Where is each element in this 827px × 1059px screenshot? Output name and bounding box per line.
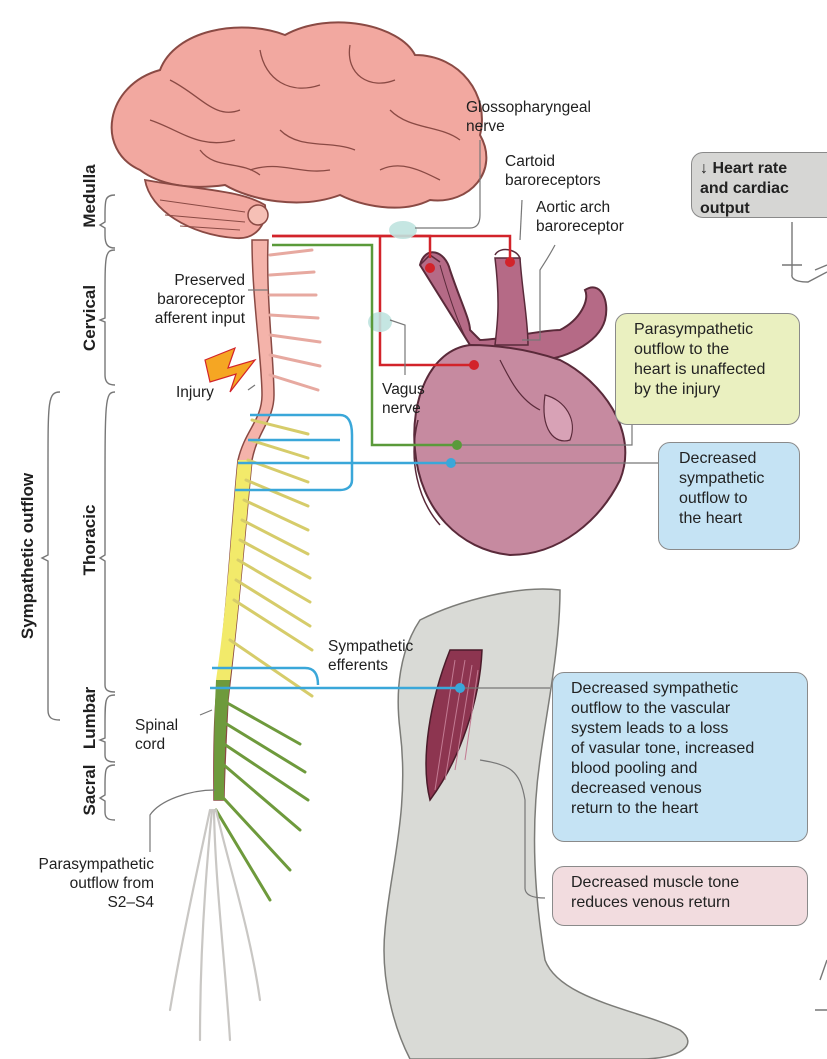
brain-illustration bbox=[112, 22, 487, 238]
muscle-tone-box: Decreased muscle tone reduces venous ret… bbox=[552, 866, 808, 926]
parasympathetic-heart-box: Parasympathetic outflow to the heart is … bbox=[615, 313, 800, 425]
glossopharyngeal-nerve-label: Glossopharyngeal nerve bbox=[466, 98, 591, 136]
region-cervical-label: Cervical bbox=[80, 285, 100, 351]
region-sacral-label: Sacral bbox=[80, 764, 100, 815]
region-lumbar-label: Lumbar bbox=[80, 687, 100, 749]
region-thoracic-label: Thoracic bbox=[80, 505, 100, 576]
decreased-sympathetic-heart-box: Decreased sympathetic outflow to the hea… bbox=[658, 442, 800, 550]
decreased-vascular-box: Decreased sympathetic outflow to the vas… bbox=[552, 672, 808, 842]
sympathetic-efferents-label: Sympathetic efferents bbox=[328, 637, 413, 675]
parasympathetic-sacral-label: Parasympathetic outflow from S2–S4 bbox=[6, 855, 154, 912]
sympathetic-outflow-label: Sympathetic outflow bbox=[18, 473, 38, 639]
preserved-input-label: Preserved baroreceptor afferent input bbox=[130, 271, 245, 328]
heart-illustration bbox=[414, 250, 625, 555]
region-medulla-label: Medulla bbox=[80, 164, 100, 227]
region-brackets bbox=[42, 195, 115, 820]
cartoid-baroreceptors-label: Cartoid baroreceptors bbox=[505, 152, 601, 190]
aortic-arch-label: Aortic arch baroreceptor bbox=[536, 198, 624, 236]
heart-rate-box: ↓ Heart rate and cardiac output bbox=[691, 152, 827, 218]
vagus-nerve-label: Vagus nerve bbox=[382, 380, 425, 418]
spinal-cord-label: Spinal cord bbox=[135, 716, 178, 754]
injury-label: Injury bbox=[176, 383, 214, 402]
